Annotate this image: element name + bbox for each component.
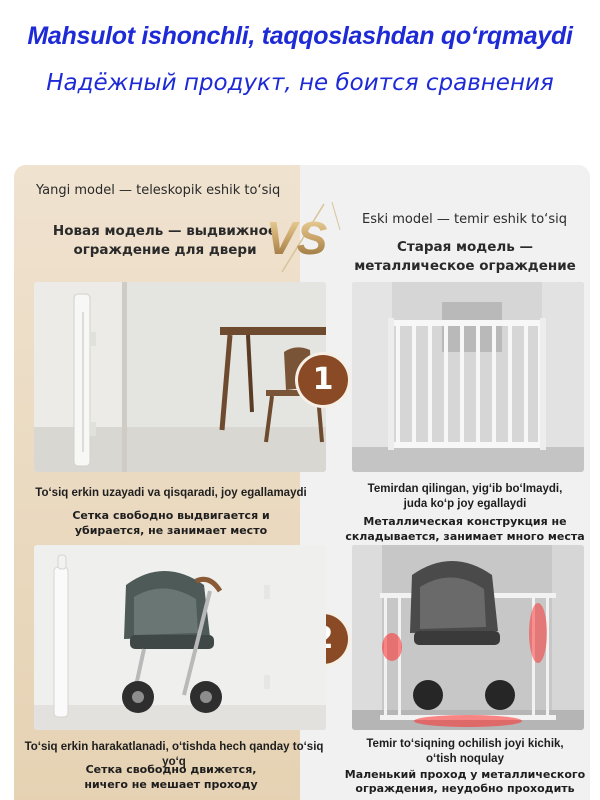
photo-telescopic-gate-retracted xyxy=(34,282,326,472)
right-title-ru-line1: Старая модель — xyxy=(397,239,533,255)
right-row1-caption-uz-line2: juda ko‘p joy egallaydi xyxy=(403,498,527,510)
left-row1-caption-ru-line1: Сетка свободно выдвигается и xyxy=(72,509,270,522)
right-row2-caption-ru-line2: ограждения, неудобно проходить xyxy=(355,782,575,795)
right-title-uz: Eski model — temir eshik to‘siq xyxy=(362,212,567,227)
right-row1-caption-ru-line1: Металлическая конструкция не xyxy=(363,515,567,528)
left-title-ru-line2: ограждение для двери xyxy=(73,242,257,258)
right-row1-caption-ru: Металлическая конструкция не складываетс… xyxy=(336,514,594,544)
left-row1-caption-uz: To‘siq erkin uzayadi va qisqaradi, joy e… xyxy=(35,487,307,499)
right-row2-caption-ru: Маленький проход у металлического огражд… xyxy=(336,768,594,796)
headline-russian: Надёжный продукт, не боится сравнения xyxy=(46,70,554,96)
left-title-ru: Новая модель — выдвижное ограждение для … xyxy=(40,222,290,260)
right-row2-caption-ru-line1: Маленький проход у металлического xyxy=(344,768,586,781)
right-row1-caption-ru-line2: складывается, занимает много места xyxy=(345,530,585,543)
left-row2-caption-ru-line2: ничего не мешает проходу xyxy=(84,778,258,791)
right-row1-caption-uz-line1: Temirdan qilingan, yig‘ib bo‘lmaydi, xyxy=(367,483,563,495)
photo-stroller-telescopic-gate xyxy=(34,545,326,730)
vs-text: VS xyxy=(266,212,328,264)
right-title-ru: Старая модель — металлическое ограждение xyxy=(345,238,585,276)
right-row1-caption-uz: Temirdan qilingan, yig‘ib bo‘lmaydi, jud… xyxy=(340,482,590,512)
photo-stroller-metal-gate xyxy=(352,545,584,730)
left-title-uz: Yangi model — teleskopik eshik to‘siq xyxy=(36,183,281,198)
photo-metal-gate xyxy=(352,282,584,472)
right-row2-caption-uz: Temir to‘siqning ochilish joyi kichik, o… xyxy=(340,737,590,767)
left-row1-caption-ru-line2: убирается, не занимает место xyxy=(74,524,268,537)
left-row2-caption-ru: Сетка свободно движется, ничего не мешае… xyxy=(26,762,316,792)
left-title-ru-line1: Новая модель — выдвижное xyxy=(52,223,278,239)
right-row2-caption-uz-line1: Temir to‘siqning ochilish joyi kichik, xyxy=(366,738,564,750)
left-row1-caption-ru: Сетка свободно выдвигается и убирается, … xyxy=(26,508,316,538)
number-badge-1: 1 xyxy=(298,355,348,405)
right-title-ru-line2: металлическое ограждение xyxy=(354,258,576,274)
left-row2-caption-ru-line1: Сетка свободно движется, xyxy=(85,763,257,776)
left-row2-caption-uz: To‘siq erkin harakatlanadi, o‘tishda hec… xyxy=(24,741,324,768)
right-row2-caption-uz-line2: o‘tish noqulay xyxy=(426,753,504,765)
vs-emblem-icon: VS xyxy=(266,201,341,273)
headline-uzbek: Mahsulot ishonchli, taqqoslashdan qo‘rqm… xyxy=(27,22,573,50)
